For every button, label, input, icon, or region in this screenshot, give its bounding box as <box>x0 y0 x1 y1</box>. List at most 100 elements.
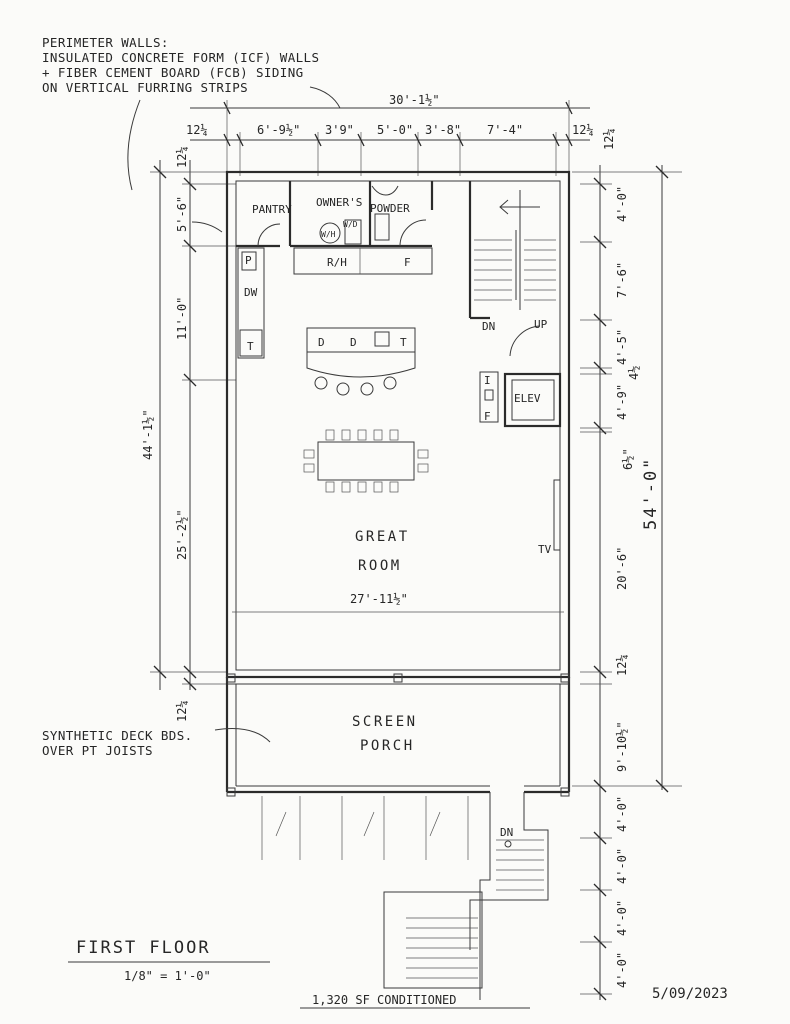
label-stair-up: UP <box>534 318 548 331</box>
pantry-door-swing <box>257 223 281 247</box>
right-dim-5: 4'-9" <box>615 384 629 420</box>
top-right-corner-dim: 12¼ <box>602 128 616 150</box>
kitchen-island <box>306 327 416 353</box>
stool <box>383 376 397 390</box>
stool <box>360 382 374 396</box>
exterior-walls <box>225 170 571 797</box>
room-label-porch: PORCH <box>360 738 415 754</box>
dining-chairs <box>303 429 429 493</box>
drawing-date: 5/09/2023 <box>652 986 728 1002</box>
top-dim-3: 3'9" <box>325 123 354 137</box>
left-dim-1: 12¼ <box>175 146 189 168</box>
left-dim-2: 5'-6" <box>175 196 189 232</box>
right-dim-6: 6½" <box>621 448 635 470</box>
label-range-hood: R/H <box>327 256 347 269</box>
deck-posts <box>261 796 469 860</box>
top-dim-6: 7'-4" <box>487 123 523 137</box>
room-label-elevator: ELEV <box>514 392 541 405</box>
stair-core: DN UP ELEV I F <box>468 181 562 428</box>
note-line-1: PERIMETER WALLS: <box>42 35 169 50</box>
top-dim-7: 12¼ <box>572 123 594 137</box>
label-stair-down: DN <box>482 320 495 333</box>
deck-note-line-1: SYNTHETIC DECK BDS. <box>42 728 193 743</box>
great-room-width-dim: 27'-11½" <box>350 592 408 606</box>
label-drawer-1: D <box>318 336 325 349</box>
right-dim-2: 7'-6" <box>615 262 629 298</box>
note-line-4: ON VERTICAL FURRING STRIPS <box>42 80 248 95</box>
stair-dim-3: 4'-0" <box>615 900 629 936</box>
left-dim-5: 12¼ <box>175 700 189 722</box>
drawing-scale: 1/8" = 1'-0" <box>124 969 211 983</box>
water-heater-symbol <box>319 222 341 244</box>
conditioned-area: 1,320 SF CONDITIONED <box>312 993 457 1007</box>
elevator-equipment <box>479 371 499 423</box>
drawing-title: FIRST FLOOR <box>76 938 211 958</box>
stair-dim-4: 4'-0" <box>615 952 629 988</box>
top-dim-5: 3'-8" <box>425 123 461 137</box>
label-dishwasher: DW <box>244 286 258 299</box>
note-leader <box>127 99 141 191</box>
washer-dryer-symbol <box>344 219 362 245</box>
kitchen-side-counter <box>237 247 265 359</box>
powder-door-swing <box>399 219 427 247</box>
room-label-owners: OWNER'S <box>316 196 362 209</box>
room-label-screen: SCREEN <box>352 714 418 730</box>
right-dimensions: 54'-0" 4'-0" 7'-6" 4'-5" 4½ 4'-9" 6½" 20… <box>572 165 682 1001</box>
leader-arrow <box>191 221 223 233</box>
stair-landing <box>383 891 483 989</box>
left-overall-dim: 44'-1½" <box>141 409 155 460</box>
kitchen-back-counter <box>293 247 433 275</box>
right-dim-1: 4'-0" <box>615 186 629 222</box>
great-room: GREAT ROOM 27'-11½" TV <box>303 429 561 606</box>
label-water-heater: W/H <box>321 230 336 239</box>
stair-treads <box>474 239 556 301</box>
label-elev-f: F <box>484 410 491 423</box>
dining-table <box>317 441 415 481</box>
right-overall-dim: 54'-0" <box>641 457 661 530</box>
top-dim-4: 5'-0" <box>377 123 413 137</box>
room-label-powder: POWDER <box>370 202 410 215</box>
deck-note-leader <box>214 728 271 743</box>
stair-dim-2: 4'-0" <box>615 848 629 884</box>
label-trash: T <box>247 340 254 353</box>
room-label-room: ROOM <box>358 558 402 574</box>
pantry-cabinet <box>241 251 257 271</box>
service-rooms: PANTRY OWNER'S POWDER W/H W/D <box>236 181 434 248</box>
island-overhang <box>306 352 416 378</box>
left-dim-3: 11'-0" <box>175 297 189 340</box>
left-dimensions: 44'-1½" 12¼ 5'-6" 11'-0" 25'-2½" 12¼ <box>141 146 236 722</box>
exterior-stair-treads <box>406 839 544 979</box>
label-tv: TV <box>538 543 552 556</box>
right-dim-4: 4½ <box>627 366 641 380</box>
label-drawer-2: D <box>350 336 357 349</box>
kitchen: R/H F P DW T D D T <box>237 247 433 396</box>
stair-dim-1: 4'-0" <box>615 796 629 832</box>
right-dim-9: 9'-10½" <box>615 721 629 772</box>
tv-unit <box>553 479 561 551</box>
stair-arrow-start <box>504 840 512 848</box>
label-trash-2: T <box>400 336 407 349</box>
top-dim-1: 12¼ <box>186 123 208 137</box>
right-dim-8: 12¼ <box>615 654 629 676</box>
room-label-great: GREAT <box>355 529 410 545</box>
note-line-3: + FIBER CEMENT BOARD (FCB) SIDING <box>42 65 304 80</box>
cooktop <box>374 331 390 347</box>
right-dim-3: 4'-5" <box>615 329 629 365</box>
label-fridge: F <box>404 256 411 269</box>
label-pantry-cab: P <box>245 254 252 267</box>
label-washer-dryer: W/D <box>343 220 358 229</box>
stool <box>314 376 328 390</box>
top-dimensions: 30'-1½" 12¼ 6'-9½" 3'9" 5'-0" 3'-8" 7'-4… <box>186 93 616 176</box>
label-elev-i: I <box>484 374 491 387</box>
left-dim-4: 25'-2½" <box>175 509 189 560</box>
stair-arrow <box>499 199 540 215</box>
elevator-door-swing <box>509 325 541 357</box>
sink-symbol <box>371 185 399 196</box>
perimeter-walls-note: PERIMETER WALLS: INSULATED CONCRETE FORM… <box>42 35 341 191</box>
label-exterior-stair-down: DN <box>500 826 513 839</box>
stool <box>336 382 350 396</box>
sink-cabinet <box>239 329 263 357</box>
note-leader <box>309 86 341 109</box>
